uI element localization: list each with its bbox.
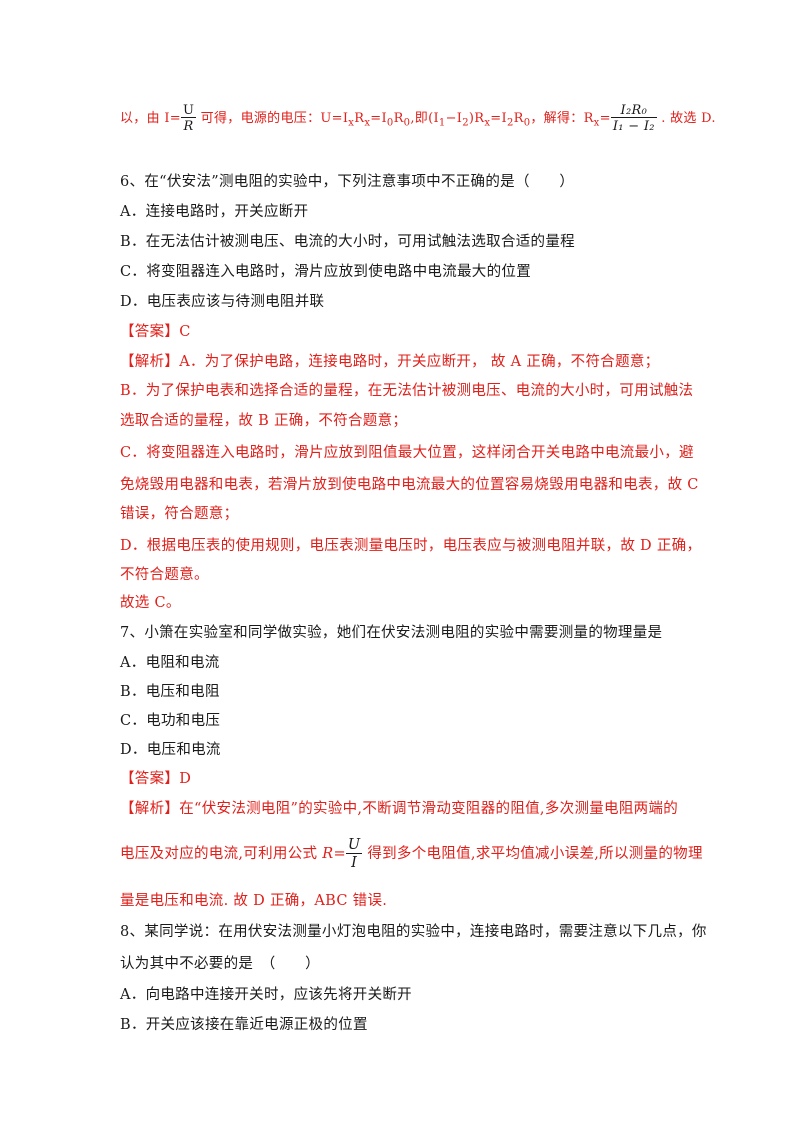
q6-analysis-line: 【解析】A．为了保护电路，连接电路时，开关应断开， 故 A 正确，不符合题意；: [120, 354, 660, 370]
q7-option-b: B．电压和电阻: [120, 684, 220, 700]
q6-analysis-line: D．根据电压表的使用规则，电压表测量电压时，电压表应与被测电阻并联，故 D 正确…: [120, 538, 702, 554]
q7-stem: 7、小箫在实验室和同学做实验，她们在伏安法测电阻的实验中需要测量的物理量是: [120, 625, 663, 641]
q7-analysis-line: 量是电压和电流. 故 D 正确，ABC 错误.: [120, 893, 388, 909]
q7-option-a: A．电阻和电流: [120, 655, 220, 671]
q6-analysis-line: 选取合适的量程，故 B 正确，不符合题意；: [120, 413, 408, 429]
q8-stem: 认为其中不必要的是 （ ）: [120, 956, 320, 972]
q7-option-d: D．电压和电流: [120, 742, 221, 758]
q6-analysis-line: 故选 C。: [120, 595, 181, 611]
q6-stem: 6、在“伏安法”测电阻的实验中，下列注意事项中不正确的是（ ）: [120, 174, 575, 190]
q7-analysis-line: 【解析】在“伏安法测电阻”的实验中,不断调节滑动变阻器的阻值,多次测量电阻两端的: [120, 801, 679, 817]
q7-option-c: C．电功和电压: [120, 713, 221, 729]
q6-option-a: A．连接电路时，开关应断开: [120, 204, 309, 220]
q8-option-b: B．开关应该接在靠近电源正极的位置: [120, 1017, 368, 1033]
q6-option-c: C．将变阻器连入电路时，滑片应放到使电路中电流最大的位置: [120, 264, 531, 280]
q6-analysis-line: 不符合题意。: [120, 567, 209, 583]
q6-analysis-line: 免烧毁用电器和电表，若滑片放到使电路中电流最大的位置容易烧毁用电器和电表，故 C: [120, 477, 699, 493]
q7-answer: 【答案】D: [120, 771, 192, 787]
q6-analysis-line: C．将变阻器连入电路时，滑片应放到阻值最大位置，这样闭合开关电路中电流最小，避: [120, 445, 694, 461]
q6-analysis-line: 错误，符合题意；: [120, 506, 239, 522]
q6-option-d: D．电压表应该与待测电阻并联: [120, 294, 325, 310]
q6-answer: 【答案】C: [120, 324, 191, 340]
q8-stem: 8、某同学说：在用伏安法测量小灯泡电阻的实验中，连接电路时，需要注意以下几点，你: [120, 924, 707, 940]
q8-option-a: A．向电路中连接开关时，应该先将开关断开: [120, 987, 412, 1003]
q6-analysis-line: B．为了保护电表和选择合适的量程，在无法估计被测电压、电流的大小时，可用试触法: [120, 383, 694, 399]
q6-option-b: B．在无法估计被测电压、电流的大小时，可用试触法选取合适的量程: [120, 234, 575, 250]
